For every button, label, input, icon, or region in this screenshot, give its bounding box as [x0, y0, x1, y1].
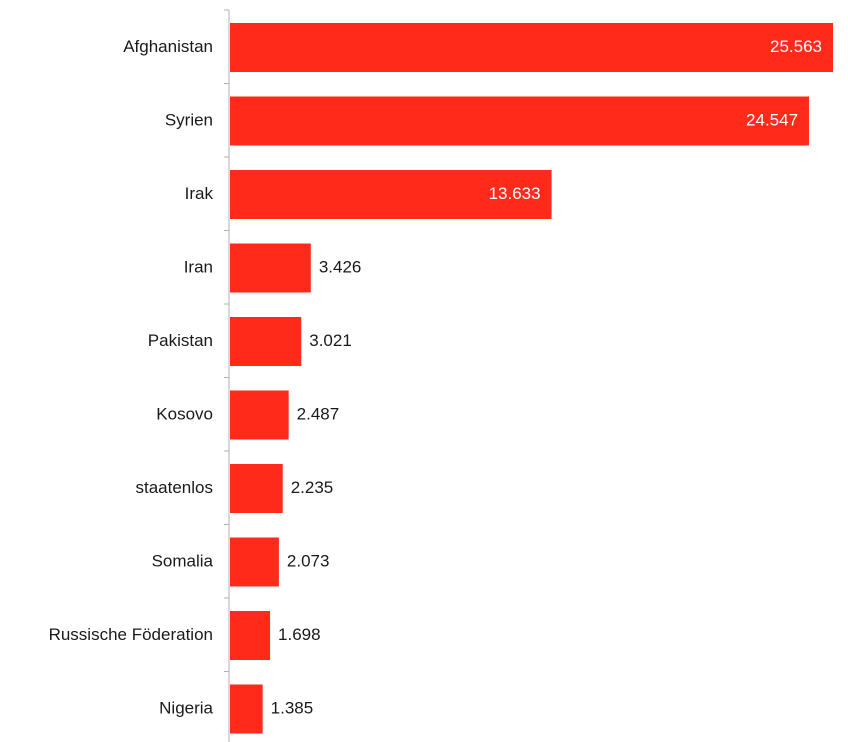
category-label: Pakistan — [148, 331, 213, 350]
bar-kosovo — [230, 390, 289, 440]
category-label: Irak — [185, 184, 214, 203]
value-label: 13.633 — [489, 184, 541, 203]
value-label: 25.563 — [770, 37, 822, 56]
category-label: Iran — [184, 257, 213, 276]
value-label: 2.235 — [291, 478, 334, 497]
category-label: Kosovo — [156, 404, 213, 423]
value-label: 1.385 — [271, 698, 314, 717]
bar-staatenlos — [230, 464, 283, 513]
bar-pakistan — [230, 317, 302, 366]
bar-syrien — [230, 96, 810, 146]
bar-nigeria — [230, 684, 263, 734]
value-label: 3.021 — [309, 331, 352, 350]
bar-afghanistan — [230, 23, 833, 72]
category-label: staatenlos — [136, 478, 214, 497]
category-axis — [224, 9, 230, 742]
bars-group — [230, 23, 833, 734]
category-label: Russische Föderation — [49, 625, 213, 644]
bar-iran — [230, 243, 311, 293]
value-label: 3.426 — [319, 257, 362, 276]
category-label: Afghanistan — [123, 37, 213, 56]
category-label: Syrien — [165, 110, 213, 129]
value-label: 2.487 — [297, 404, 340, 423]
bar-irak — [230, 170, 552, 219]
value-label: 1.698 — [278, 625, 321, 644]
value-label: 2.073 — [287, 551, 330, 570]
category-label: Somalia — [152, 551, 214, 570]
category-label: Nigeria — [159, 698, 213, 717]
bar-russische-f-deration — [230, 611, 271, 660]
bar-somalia — [230, 537, 279, 587]
value-label: 24.547 — [746, 110, 798, 129]
